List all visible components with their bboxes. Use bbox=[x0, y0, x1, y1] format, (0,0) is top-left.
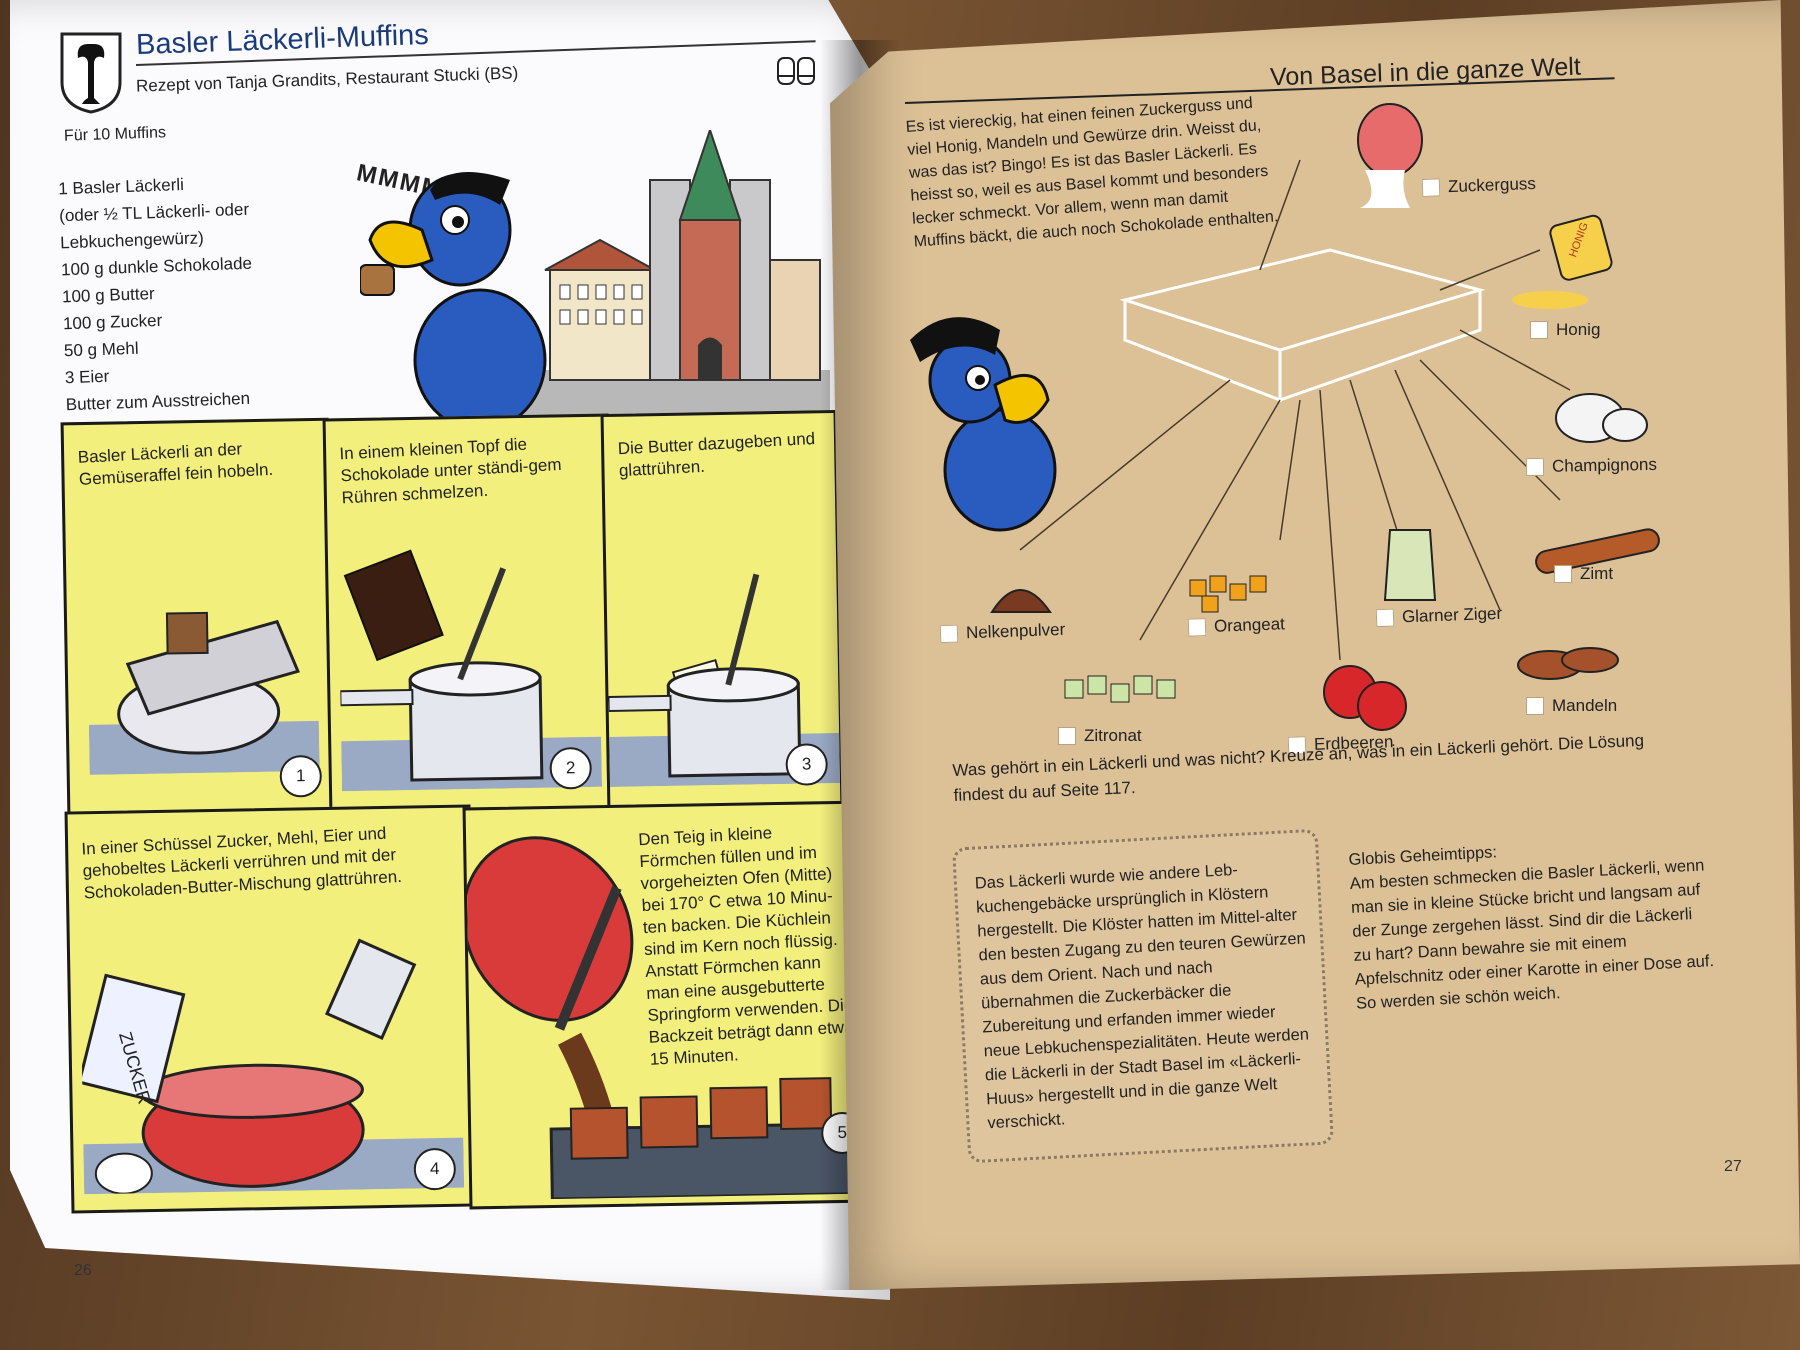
globi-basel-gate-illustration bbox=[360, 130, 830, 420]
basel-crest-icon bbox=[60, 32, 122, 114]
quiz-item-label: Glarner Ziger bbox=[1401, 603, 1503, 627]
step-panel-1: Basler Läckerli an der Gemüseraffel fein… bbox=[60, 417, 336, 819]
quiz-item-label: Orangeat bbox=[1213, 614, 1286, 636]
quiz-item-label: Zuckerguss bbox=[1447, 174, 1537, 197]
checkbox[interactable] bbox=[1058, 727, 1076, 745]
quiz-item-mandeln: Mandeln bbox=[1526, 696, 1617, 716]
quiz-item-zuckerguss: Zuckerguss bbox=[1421, 174, 1537, 198]
mixing-bowl-illustration: ZUCKER bbox=[79, 938, 465, 1195]
checkbox[interactable] bbox=[1421, 178, 1441, 197]
checkbox[interactable] bbox=[1554, 565, 1572, 583]
checkbox[interactable] bbox=[1526, 697, 1544, 715]
checkbox[interactable] bbox=[939, 624, 959, 644]
grater-bowl-illustration bbox=[88, 611, 320, 775]
step-panel-5: Den Teig in kleine Förmchen füllen und i… bbox=[462, 800, 872, 1210]
checkbox[interactable] bbox=[1525, 457, 1545, 477]
history-infobox: Das Läckerli wurde wie andere Leb-kuchen… bbox=[951, 828, 1335, 1164]
quiz-item-label: Champignons bbox=[1551, 454, 1658, 476]
butter-pot-illustration bbox=[607, 573, 841, 787]
step-text: Basler Läckerli an der Gemüseraffel fein… bbox=[77, 439, 274, 489]
tips-text: Am besten schmecken die Basler Läckerli,… bbox=[1349, 856, 1715, 1013]
step-panel-3: Die Butter dazugeben und glattrühren. 3 bbox=[600, 409, 844, 815]
chef-hats-icon bbox=[777, 57, 815, 85]
page-number-right: 27 bbox=[1724, 1158, 1742, 1175]
quiz-item-label: Nelkenpulver bbox=[965, 619, 1066, 643]
checkbox[interactable] bbox=[1530, 321, 1548, 339]
secret-tips: Globis Geheimtipps: Am besten schmecken … bbox=[1348, 829, 1716, 1016]
infobox-text: Das Läckerli wurde wie andere Leb-kuchen… bbox=[974, 860, 1310, 1133]
quiz-item-zitronat: Zitronat bbox=[1058, 726, 1142, 746]
servings: Für 10 Muffins bbox=[63, 124, 167, 145]
step-text: Die Butter dazugeben und glattrühren. bbox=[617, 428, 816, 481]
checkbox[interactable] bbox=[1375, 608, 1395, 628]
quiz-item-zimt: Zimt bbox=[1554, 564, 1613, 584]
quiz-item-label: Mandeln bbox=[1552, 696, 1618, 715]
step-panel-4: In einer Schüssel Zucker, Mehl, Eier und… bbox=[64, 804, 478, 1214]
step-number: 1 bbox=[279, 754, 323, 798]
quiz-item-honig: Honig bbox=[1530, 320, 1600, 340]
quiz-item-label: Zitronat bbox=[1084, 726, 1142, 745]
lackerli-diagram: HONIG bbox=[910, 103, 1660, 731]
muffin-tray-illustration bbox=[465, 836, 864, 1201]
step-text: In einer Schüssel Zucker, Mehl, Eier und… bbox=[81, 823, 403, 903]
quiz-item-label: Zimt bbox=[1580, 564, 1614, 583]
quiz-item-champignons: Champignons bbox=[1525, 454, 1658, 477]
quiz-item-orangeat: Orangeat bbox=[1187, 614, 1286, 637]
page-number-left: 26 bbox=[74, 1262, 92, 1279]
quiz-item-label: Honig bbox=[1556, 320, 1601, 339]
step-panel-2: In einem kleinen Topf die Schokolade unt… bbox=[322, 413, 616, 817]
ingredient-list: 1 Basler Läckerli (oder ½ TL Läckerli- o… bbox=[58, 169, 257, 419]
step-text: In einem kleinen Topf die Schokolade unt… bbox=[338, 434, 562, 508]
checkbox[interactable] bbox=[1187, 618, 1207, 637]
chocolate-pot-illustration bbox=[339, 549, 603, 792]
